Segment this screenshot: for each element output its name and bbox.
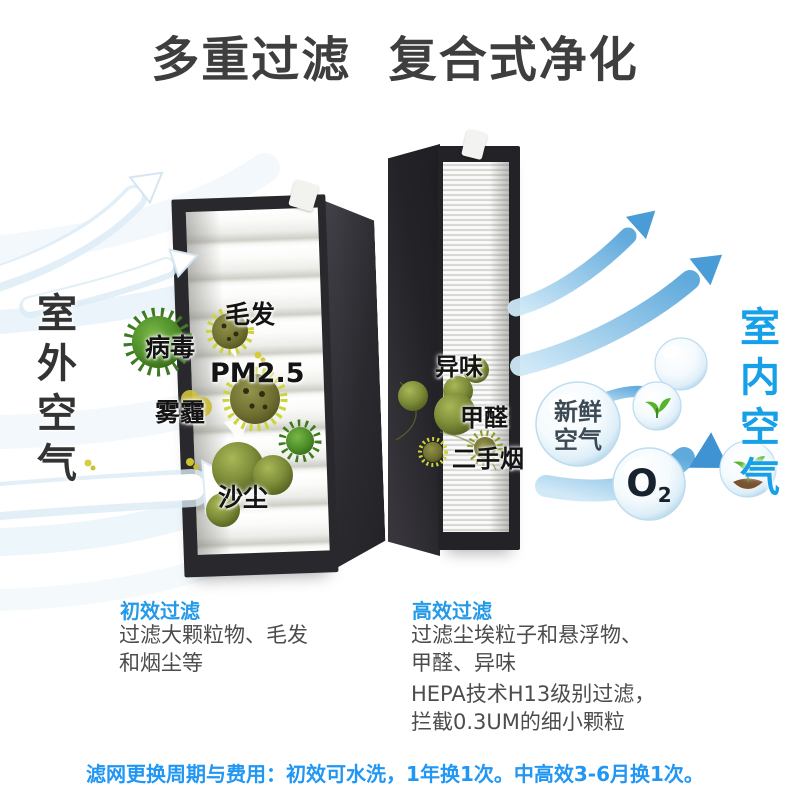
label-hair: 毛发 xyxy=(225,300,276,329)
hepa-filter-frame xyxy=(438,128,520,550)
hair-particle xyxy=(206,307,254,355)
plain-bubble xyxy=(654,337,708,391)
virus-particle-small xyxy=(278,419,322,463)
hepa-filter-description-1: 过滤尘埃粒子和悬浮物、 甲醛、异味 xyxy=(411,622,642,677)
oxygen-bubble xyxy=(612,447,686,521)
indoor-air-label: 室内空气 xyxy=(733,306,779,506)
dust-moss-particles xyxy=(206,442,293,527)
oxygen-symbol: O xyxy=(626,462,658,505)
sprout-bubble xyxy=(632,381,682,431)
yellow-specks xyxy=(84,351,266,471)
fresh-air-line1: 新鲜 xyxy=(554,398,602,426)
primary-desc-line2: 和烟尘等 xyxy=(119,650,203,675)
outdoor-air-label: 室外空气 xyxy=(30,292,76,492)
odor-particles xyxy=(395,357,497,471)
outgoing-clean-air-arrow-top xyxy=(507,210,656,317)
seedling-bubble xyxy=(719,440,777,498)
hepa-filter-pleated-media xyxy=(443,162,509,532)
smog-particle-cluster xyxy=(181,390,212,423)
page-title: 多重过滤 复合式净化 xyxy=(151,32,639,88)
label-odor: 异味 xyxy=(435,353,483,381)
incoming-air-arrow-middle xyxy=(19,248,199,318)
virus-particle-large xyxy=(123,307,193,377)
hepa-filter-render xyxy=(388,128,520,556)
pm25-particle xyxy=(222,366,288,432)
label-oxygen: O2 xyxy=(615,462,683,507)
label-dust: 沙尘 xyxy=(218,483,269,512)
primary-desc-line1: 过滤大颗粒物、毛发 xyxy=(119,623,308,647)
label-secondhand-smoke: 二手烟 xyxy=(452,445,524,473)
label-smog: 雾霾 xyxy=(155,398,206,427)
incoming-air-arrow-top xyxy=(0,171,164,292)
outgoing-clean-air-arrow-second xyxy=(510,254,723,376)
label-virus: 病毒 xyxy=(145,333,196,362)
label-pm25: PM2.5 xyxy=(210,358,305,389)
hepa-filter-description-2: HEPA技术H13级别过滤， 拦截0.3UM的细小颗粒 xyxy=(411,681,655,736)
hepa-filter-side-panel xyxy=(388,144,440,556)
hepa-desc-line1: 过滤尘埃粒子和悬浮物、 xyxy=(411,623,642,647)
primary-filter-description: 过滤大颗粒物、毛发 和烟尘等 xyxy=(119,622,308,677)
hepa-desc-line4: 拦截0.3UM的细小颗粒 xyxy=(411,709,625,734)
hepa-desc-line3: HEPA技术H13级别过滤， xyxy=(411,682,656,706)
smoke-virus-spiky xyxy=(467,430,503,466)
fresh-air-line2: 空气 xyxy=(554,425,602,454)
label-fresh-air: 新鲜 空气 xyxy=(544,398,612,454)
smoke-particle-ring xyxy=(418,437,448,467)
fresh-air-bubble xyxy=(535,381,621,467)
oxygen-subscript: 2 xyxy=(657,483,672,507)
hepa-desc-line2: 甲醛、异味 xyxy=(411,650,516,675)
replacement-cycle-note: 滤网更换周期与费用：初效可水洗，1年换1次。中高效3-6月换1次。 xyxy=(86,762,704,786)
hepa-filter-heading: 高效过滤 xyxy=(412,599,492,623)
primary-filter-heading: 初效过滤 xyxy=(120,599,200,623)
label-formaldehyde: 甲醛 xyxy=(460,404,508,432)
